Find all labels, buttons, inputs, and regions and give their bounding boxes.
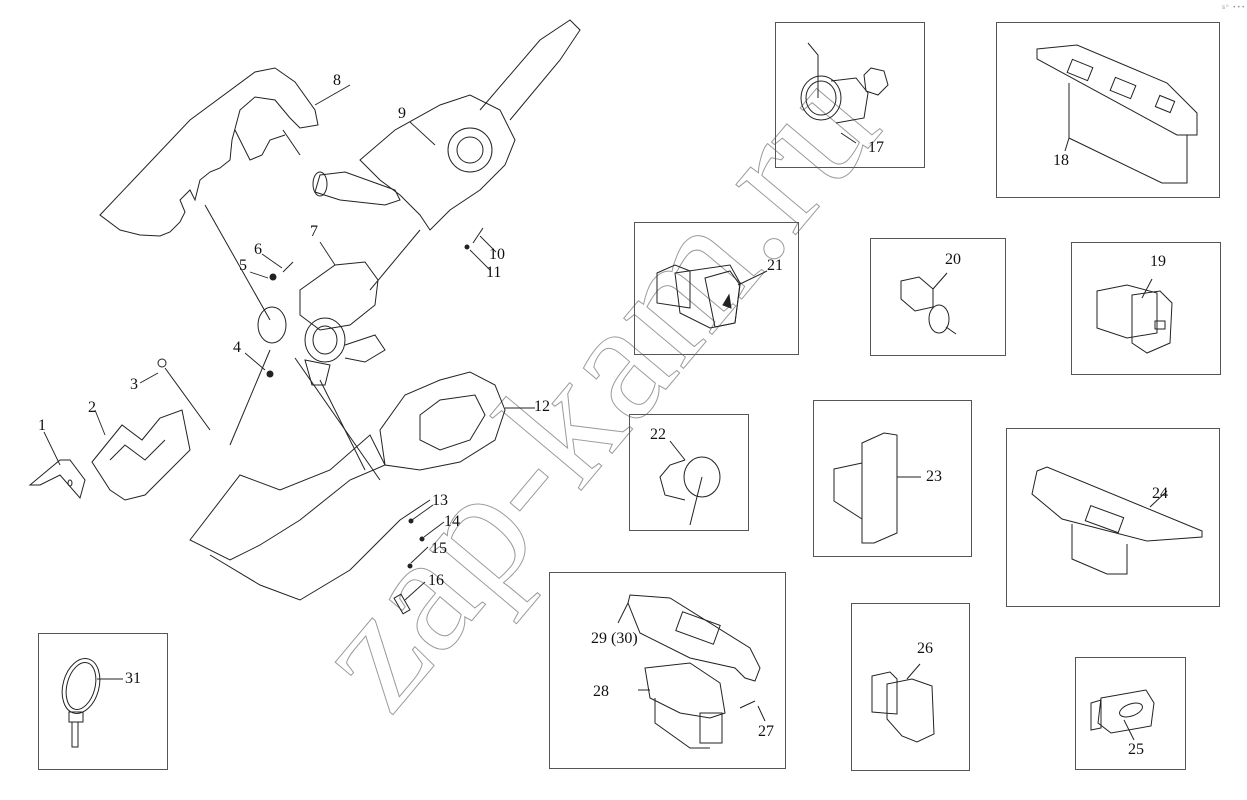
part-12-lower-shroud (189, 371, 522, 601)
callout-5: 5 (239, 257, 247, 274)
callout-29-30: 29 (30) (591, 630, 638, 647)
part-24-image (1031, 466, 1203, 575)
callout-28: 28 (593, 683, 609, 700)
part-8-upper-shroud (99, 67, 319, 321)
callout-23: 23 (926, 468, 942, 485)
callout-10: 10 (489, 246, 505, 263)
inset-box-31: 31 (38, 633, 168, 770)
inset-box-23: 23 (813, 400, 972, 557)
inset-box-19: 19 (1071, 242, 1221, 375)
part-26-body (886, 678, 935, 743)
inset-box-25: 25 (1075, 657, 1186, 770)
part-10-screw (472, 227, 484, 244)
inset-box-26: 26 (851, 603, 970, 771)
callout-22: 22 (650, 426, 666, 443)
part-17-image (800, 42, 889, 144)
part-28-30-image (617, 594, 766, 749)
part-19-body (1096, 284, 1158, 339)
callout-13: 13 (432, 492, 448, 509)
part-31-ring (61, 658, 101, 714)
corner-mark: s⁰ ••• (1222, 4, 1247, 11)
part-28-motor-switch (644, 662, 726, 719)
callout-25: 25 (1128, 741, 1144, 758)
part-16-bolt (393, 593, 411, 615)
callout-6: 6 (254, 241, 262, 258)
callout-17: 17 (868, 139, 884, 156)
part-3-bolt (157, 358, 211, 431)
part-18-image (1036, 44, 1198, 184)
part-17-nut (863, 67, 889, 96)
part-22-wire (689, 476, 703, 526)
callout-18: 18 (1053, 152, 1069, 169)
part-23-cap (861, 432, 898, 544)
callout-2: 2 (88, 399, 96, 416)
callout-14: 14 (444, 513, 460, 530)
part-24-bezel (1031, 466, 1203, 542)
part-15-screw (407, 563, 413, 569)
callout-31: 31 (125, 670, 141, 687)
callout-21: 21 (767, 257, 783, 274)
callout-16: 16 (428, 572, 444, 589)
part-14-screw (419, 536, 425, 542)
callout-4: 4 (233, 339, 241, 356)
inset-box-18: 18 (996, 22, 1220, 198)
callout-7: 7 (310, 223, 318, 240)
callout-9: 9 (398, 105, 406, 122)
part-2-bracket (91, 409, 191, 501)
fasteners (266, 227, 484, 615)
part-19-image (1096, 278, 1173, 354)
callout-12: 12 (534, 398, 550, 415)
part-11-washer (464, 244, 470, 250)
inset-box-21: 21 (634, 222, 799, 355)
inset-box-22: 22 (629, 414, 749, 531)
inset-box-20: 20 (870, 238, 1006, 356)
part-22-image (659, 440, 721, 526)
part-5-washer (269, 273, 277, 281)
leader-lines (43, 84, 535, 601)
callout-24: 24 (1152, 485, 1168, 502)
part-31-image (61, 658, 123, 748)
callout-27: 27 (758, 723, 774, 740)
callout-3: 3 (130, 376, 138, 393)
callout-8: 8 (333, 72, 341, 89)
inset-box-17: 17 (775, 22, 925, 168)
part-9-combination-switch (312, 19, 581, 291)
part-26-image (871, 663, 935, 743)
part-17-body (800, 75, 842, 121)
part-17-wire (807, 42, 819, 98)
part-23-image (833, 432, 921, 544)
part-25-image (1090, 689, 1155, 741)
part-18-housing (1068, 83, 1188, 184)
part-7-ignition-lock (229, 261, 386, 481)
callout-19: 19 (1150, 253, 1166, 270)
callout-1: 1 (38, 417, 46, 434)
callout-11: 11 (486, 264, 502, 281)
part-20-image (900, 272, 957, 335)
part-27-screw (739, 700, 756, 709)
part-22-body (683, 456, 721, 498)
part-29-bezel (627, 594, 761, 682)
inset-box-28-30: 29 (30) 28 27 (549, 572, 786, 769)
part-6-screw (282, 261, 294, 273)
inset-box-24: 24 (1006, 428, 1220, 607)
part-4-nut (266, 370, 274, 378)
callout-20: 20 (945, 251, 961, 268)
part-21-body (674, 264, 741, 329)
callout-15: 15 (431, 540, 447, 557)
part-18-bezel (1036, 44, 1198, 136)
callout-26: 26 (917, 640, 933, 657)
part-25-body (1097, 689, 1155, 734)
part-21-image (656, 264, 768, 329)
part-1-bracket (28, 459, 86, 500)
